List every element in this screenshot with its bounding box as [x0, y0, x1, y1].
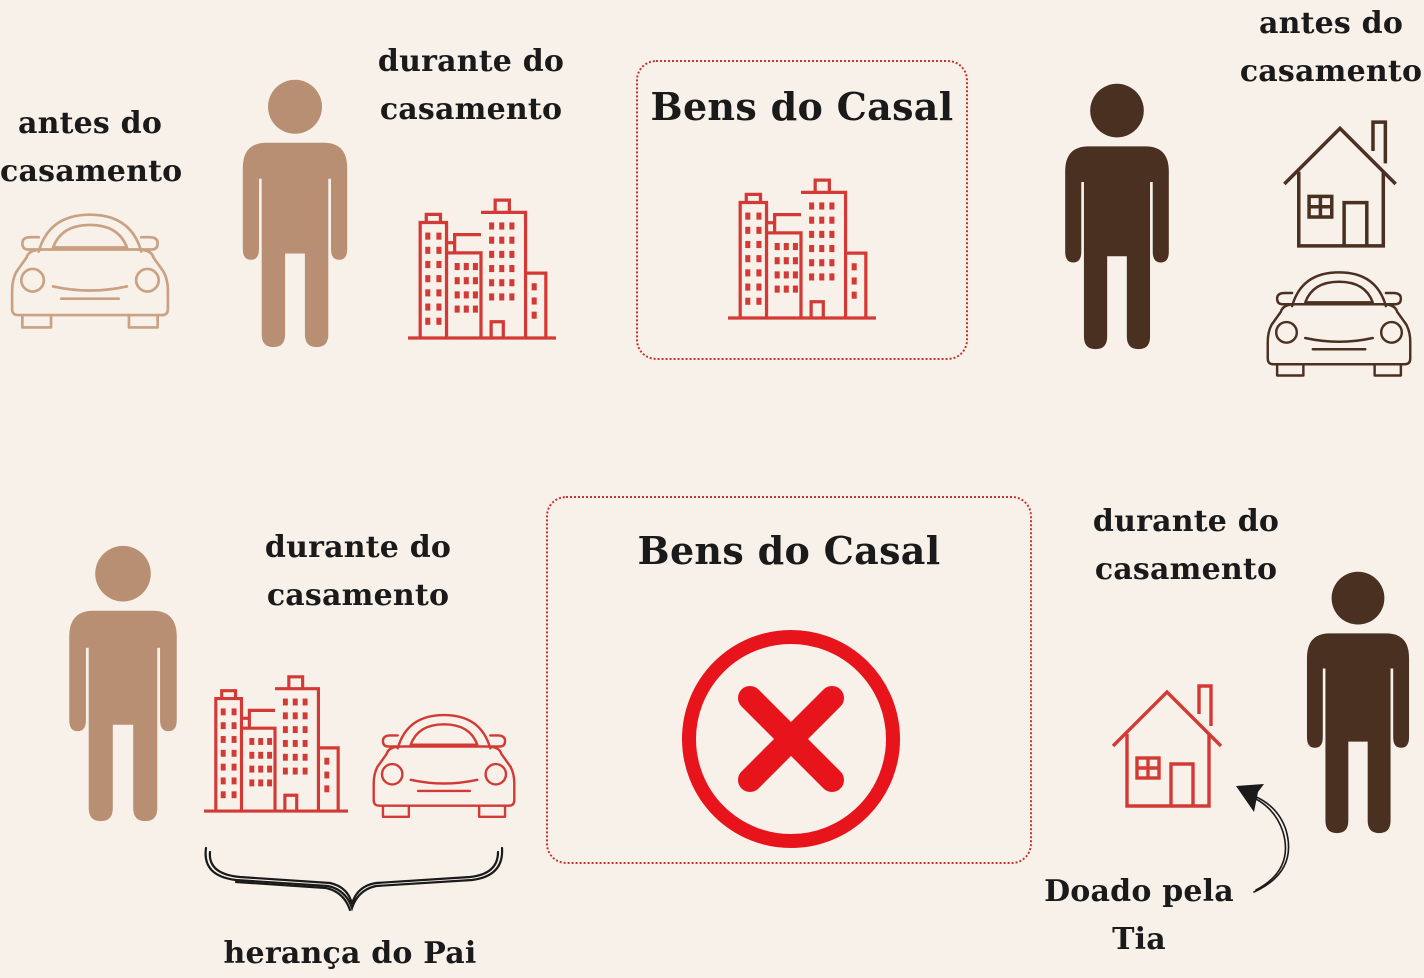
- top-couple-assets-box: [636, 60, 968, 360]
- buildings-icon: [406, 188, 558, 340]
- x-circle-icon: [682, 630, 900, 848]
- before-label-line2: casamento: [0, 154, 183, 189]
- top-right-before-label: antes do casamento: [1238, 0, 1424, 96]
- buildings-icon: [726, 168, 878, 320]
- inheritance-label: herança do Pai: [223, 936, 477, 971]
- car-icon: [1264, 266, 1414, 380]
- during-label-line1: durante do: [377, 44, 565, 79]
- house-icon: [1100, 680, 1234, 810]
- person-icon: [1060, 82, 1174, 350]
- bottom-box-title: Bens do Casal: [637, 528, 941, 573]
- during-label-line2: casamento: [1094, 552, 1278, 587]
- bottom-left-during-label: durante do casamento: [258, 524, 458, 620]
- donation-label: Doado pela Tia: [1044, 874, 1234, 957]
- during-label-line2: casamento: [379, 92, 563, 127]
- before-label-line2: casamento: [1239, 54, 1423, 89]
- during-label-line1: durante do: [264, 530, 452, 565]
- during-label-line1: durante do: [1092, 504, 1280, 539]
- before-label-line1: antes do: [1258, 6, 1404, 41]
- bottom-right-during-label: durante do casamento: [1086, 498, 1286, 594]
- brace-icon: [204, 846, 504, 912]
- car-icon: [370, 708, 518, 822]
- house-icon: [1272, 116, 1408, 250]
- bottom-couple-assets-box: [546, 496, 1032, 864]
- person-icon: [1300, 570, 1416, 834]
- person-icon: [236, 78, 354, 348]
- top-left-before-label: antes do casamento: [0, 100, 183, 196]
- before-label-line1: antes do: [17, 106, 163, 141]
- buildings-icon: [202, 664, 350, 814]
- curved-arrow-icon: [1236, 784, 1290, 893]
- top-box-title: Bens do Casal: [650, 84, 954, 129]
- top-left-during-label: durante do casamento: [371, 38, 571, 134]
- during-label-line2: casamento: [266, 578, 450, 613]
- car-icon: [8, 208, 172, 332]
- person-icon: [64, 544, 182, 822]
